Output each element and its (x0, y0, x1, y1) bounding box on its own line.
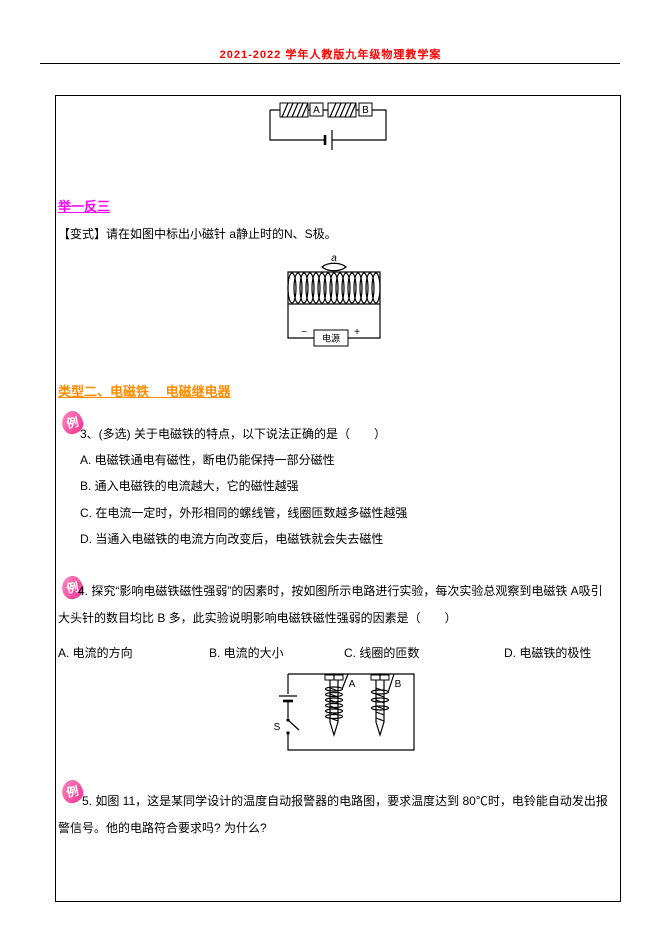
screw-electromagnet-b (370, 673, 395, 738)
question3-option-a: A. 电磁铁通电有磁性，断电仍能保持一部分磁性 (80, 453, 335, 467)
content-border-box: A B 举一反三 【变式】请在如图中标出小磁针 a静止时的N、S极。 a (55, 95, 621, 902)
power-supply-label: 电源 (322, 333, 340, 344)
question4-option-a: A. 电流的方向 (58, 646, 133, 660)
coil-a-symbol (279, 102, 309, 118)
question4-option-b: B. 电流的大小 (209, 646, 284, 660)
question3-stem: 3、(多选) 关于电磁铁的特点，以下说法正确的是（ ） (80, 427, 387, 441)
section-title-juyifansan: 举一反三 (58, 199, 111, 214)
question3-option-c: C. 在电流一定时，外形相同的螺线管，线圈匝数越多磁性越强 (80, 506, 408, 520)
switch-contact (286, 731, 290, 735)
question4-stem: 4. 探究“影响电磁铁磁性强弱”的因素时，按如图所示电路进行实验，每次实验总观察… (58, 584, 603, 625)
compass-needle-label: a (331, 253, 337, 264)
electromagnet-a-label: A (349, 679, 356, 690)
coil-turns (287, 272, 381, 304)
switch-blade (287, 719, 300, 731)
solenoid-diagram: a 电源 − + (287, 253, 381, 347)
coil-b-symbol (327, 102, 357, 118)
section-title-type2: 类型二、电磁铁 电磁继电器 (58, 384, 231, 399)
question4-option-c: C. 线圈的匝数 (344, 646, 420, 660)
coil-b-label: B (362, 105, 369, 116)
question5-stem: 5. 如图 11，这是某同学设计的温度自动报警器的电路图，要求温度达到 80℃时… (58, 794, 608, 835)
variant-question-text: 【变式】请在如图中标出小磁针 a静止时的N、S极。 (58, 227, 337, 241)
plus-terminal: + (354, 327, 360, 338)
coil-a-label: A (313, 105, 320, 116)
power-supply-box (313, 329, 349, 347)
coil-circuit-diagram: A B (269, 102, 387, 150)
question3-option-b: B. 通入电磁铁的电流越大，它的磁性越强 (80, 479, 299, 493)
minus-terminal: − (301, 327, 307, 338)
screw-electromagnet-a (324, 673, 349, 738)
page-header-title: 2021-2022 学年人教版九年级物理教学案 (219, 49, 442, 61)
switch-label: S (274, 722, 281, 733)
question4-option-d: D. 电磁铁的极性 (504, 646, 592, 660)
electromagnet-b-label: B (395, 679, 402, 690)
compass-needle-icon (321, 262, 347, 272)
electromagnet-experiment-diagram: S A (274, 673, 415, 751)
header-divider (40, 63, 620, 64)
question3-option-d: D. 当通入电磁铁的电流方向改变后，电磁铁就会失去磁性 (80, 532, 384, 546)
